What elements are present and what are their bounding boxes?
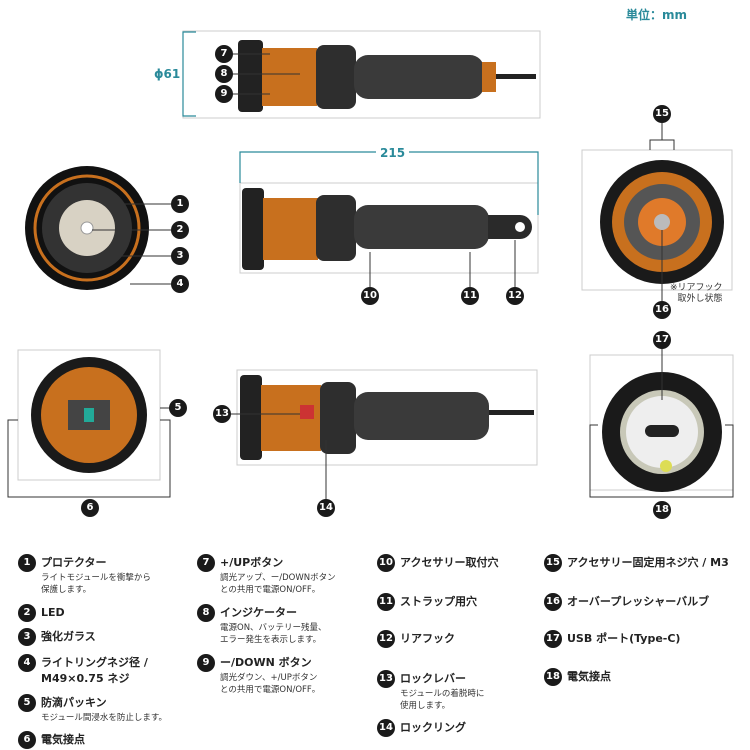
unit-label: 単位：mm <box>626 8 688 22</box>
legend-title: アクセサリー固定用ネジ穴 / M3 <box>567 556 729 569</box>
legend-item-5: 5 防滴パッキンモジュール間浸水を防止します。 <box>18 694 167 724</box>
legend-number: 16 <box>544 593 562 611</box>
legend-number: 12 <box>377 630 395 648</box>
callout-7: 7 <box>215 45 233 63</box>
legend-number: 2 <box>18 604 36 622</box>
legend-number: 11 <box>377 593 395 611</box>
legend-title: USB ポート(Type-C) <box>567 632 681 645</box>
callout-18: 18 <box>653 501 671 519</box>
callout-10: 10 <box>361 287 379 305</box>
legend-title: リアフック <box>400 632 455 645</box>
legend-number: 17 <box>544 630 562 648</box>
legend-desc: ライトモジュールを衝撃から <box>41 573 151 583</box>
legend-item-12: 12 リアフック <box>377 630 455 648</box>
legend-number: 9 <box>197 654 215 672</box>
callout-17: 17 <box>653 331 671 349</box>
legend-item-1: 1 プロテクターライトモジュールを衝撃から保護します。 <box>18 554 151 596</box>
legend-title: インジケーター <box>220 606 297 619</box>
legend-desc: エラー発生を表示します。 <box>220 635 322 645</box>
legend-desc: 保護します。 <box>41 585 92 595</box>
callout-2: 2 <box>171 221 189 239</box>
legend-title: 電気接点 <box>567 670 611 683</box>
legend-number: 5 <box>18 694 36 712</box>
length-dimension: 215 <box>376 146 410 160</box>
legend-item-6: 6 電気接点 <box>18 731 85 749</box>
legend-title: ライトリングネジ径 / <box>41 656 148 669</box>
legend-title: LED <box>41 606 65 619</box>
callout-11: 11 <box>461 287 479 305</box>
callout-6: 6 <box>81 499 99 517</box>
legend-item-3: 3 強化ガラス <box>18 628 96 646</box>
legend-title: プロテクター <box>41 556 107 569</box>
module-rear-view <box>31 357 147 473</box>
front-view <box>25 166 149 290</box>
legend-title: ストラップ用穴 <box>400 595 477 608</box>
callout-1: 1 <box>171 195 189 213</box>
legend-desc: 調光ダウン、+/UPボタン <box>220 673 318 683</box>
callout-5: 5 <box>169 399 187 417</box>
module-side-view <box>240 375 534 460</box>
callout-9: 9 <box>215 85 233 103</box>
legend-title: +/UPボタン <box>220 556 284 569</box>
side-view-flashlight <box>242 188 532 270</box>
legend-desc: 電源ON、バッテリー残量、 <box>220 623 327 633</box>
legend-item-18: 18 電気接点 <box>544 668 611 686</box>
legend-number: 1 <box>18 554 36 572</box>
callout-13: 13 <box>213 405 231 423</box>
legend-title: ロックリング <box>400 721 466 734</box>
legend-number: 7 <box>197 554 215 572</box>
legend-number: 13 <box>377 670 395 688</box>
callout-14: 14 <box>317 499 335 517</box>
callout-8: 8 <box>215 65 233 83</box>
legend-desc: モジュール間浸水を防止します。 <box>41 713 168 723</box>
legend-number: 18 <box>544 668 562 686</box>
diameter-dimension: ϕ61 <box>154 67 181 81</box>
legend-number: 8 <box>197 604 215 622</box>
callout-15: 15 <box>653 105 671 123</box>
rear-view <box>600 160 724 284</box>
legend-item-15: 15 アクセサリー固定用ネジ穴 / M3 <box>544 554 729 572</box>
legend-title: 電気接点 <box>41 733 85 746</box>
legend-desc: との共用で電源ON/OFF。 <box>220 685 321 695</box>
callout-16: 16 <box>653 301 671 319</box>
rear-hook-note: ※リアフック取外し状態 <box>670 283 723 304</box>
callout-12: 12 <box>506 287 524 305</box>
legend-item-9: 9 ー/DOWN ボタン調光ダウン、+/UPボタンとの共用で電源ON/OFF。 <box>197 654 320 696</box>
legend-item-7: 7 +/UPボタン調光アップ、ー/DOWNボタンとの共用で電源ON/OFF。 <box>197 554 336 596</box>
legend-title: ー/DOWN ボタン <box>220 656 312 669</box>
legend-item-17: 17 USB ポート(Type-C) <box>544 630 680 648</box>
legend-item-4: 4 ライトリングネジ径 / M49×0.75 ネジ <box>18 654 148 685</box>
legend-number: 15 <box>544 554 562 572</box>
legend-number: 4 <box>18 654 36 672</box>
legend-number: 14 <box>377 719 395 737</box>
legend-title: ロックレバー <box>400 672 466 685</box>
usb-rear-view <box>602 372 722 492</box>
legend-desc: モジュールの着脱時に <box>400 689 485 699</box>
legend-number: 10 <box>377 554 395 572</box>
legend-item-2: 2 LED <box>18 604 65 622</box>
legend-item-11: 11 ストラップ用穴 <box>377 593 477 611</box>
legend-number: 3 <box>18 628 36 646</box>
legend-item-14: 14 ロックリング <box>377 719 466 737</box>
legend-title: 防滴パッキン <box>41 696 107 709</box>
legend-title-2: M49×0.75 ネジ <box>41 672 130 685</box>
legend-item-13: 13 ロックレバーモジュールの着脱時に使用します。 <box>377 670 484 712</box>
legend-number: 6 <box>18 731 36 749</box>
top-view-flashlight <box>238 40 536 112</box>
legend-desc: 使用します。 <box>400 701 451 711</box>
legend-desc: との共用で電源ON/OFF。 <box>220 585 321 595</box>
legend-item-16: 16 オーバープレッシャーバルブ <box>544 593 709 611</box>
legend-title: アクセサリー取付穴 <box>400 556 499 569</box>
legend-title: 強化ガラス <box>41 630 96 643</box>
callout-3: 3 <box>171 247 189 265</box>
legend-item-10: 10 アクセサリー取付穴 <box>377 554 498 572</box>
legend-item-8: 8 インジケーター電源ON、バッテリー残量、エラー発生を表示します。 <box>197 604 327 646</box>
callout-4: 4 <box>171 275 189 293</box>
legend-title: オーバープレッシャーバルブ <box>567 595 710 608</box>
legend-desc: 調光アップ、ー/DOWNボタン <box>220 573 336 583</box>
